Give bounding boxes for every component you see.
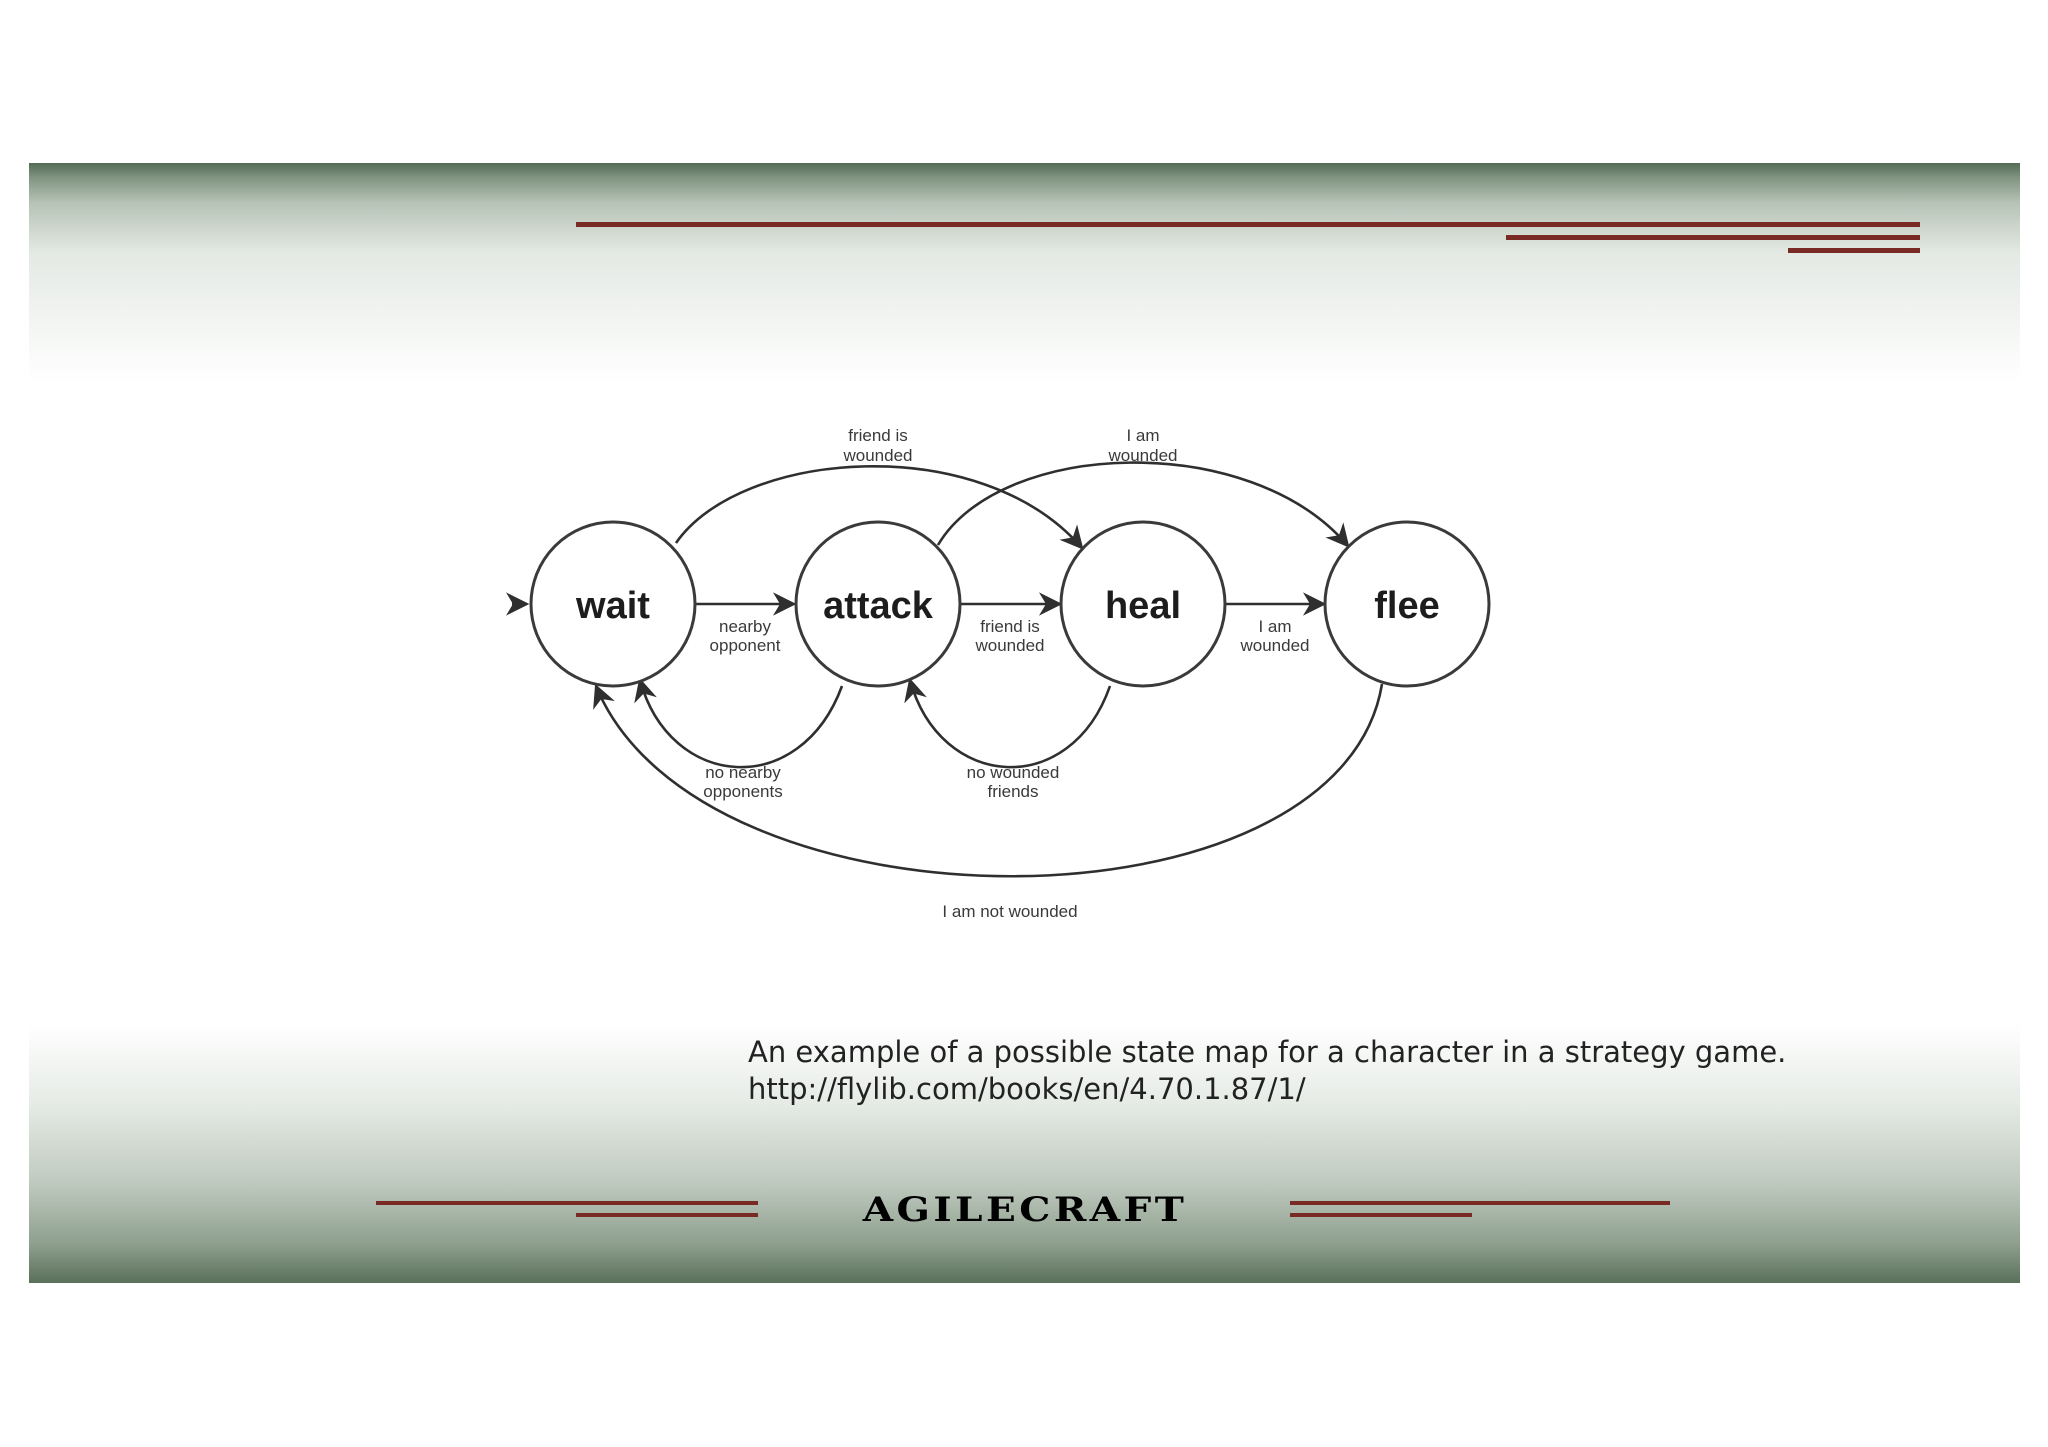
label-heal-attack-line1: no wounded bbox=[967, 763, 1060, 782]
label-wait-heal-line2: wounded bbox=[842, 446, 912, 465]
label-flee-wait-line1: I am not wounded bbox=[942, 902, 1077, 921]
caption-source-url: http://flylib.com/books/en/4.70.1.87/1/ bbox=[748, 1072, 1306, 1106]
node-heal: heal bbox=[1059, 520, 1227, 688]
caption-line1: An example of a possible state map for a… bbox=[748, 1035, 1787, 1069]
top-rule-short bbox=[1788, 248, 1920, 253]
label-attack-flee-line2: wounded bbox=[1107, 446, 1177, 465]
label-attack-heal-line1: friend is bbox=[980, 617, 1040, 636]
top-rule-mid bbox=[1506, 235, 1920, 240]
bottom-right-rule-long bbox=[1290, 1201, 1670, 1205]
label-heal-flee-line2: wounded bbox=[1239, 636, 1309, 655]
label-wait-attack-line2: opponent bbox=[710, 636, 781, 655]
label-attack-flee: I am wounded bbox=[1107, 426, 1177, 465]
node-attack: attack bbox=[794, 520, 962, 688]
edge-wait-heal bbox=[674, 464, 1084, 550]
edge-attack-flee bbox=[936, 461, 1350, 548]
label-heal-flee: I am wounded bbox=[1239, 617, 1309, 655]
label-wait-heal-line1: friend is bbox=[848, 426, 908, 445]
label-attack-heal: friend is wounded bbox=[974, 617, 1044, 655]
top-rule-long bbox=[576, 222, 1920, 227]
bottom-right-rule-short bbox=[1290, 1213, 1472, 1217]
edge-flee-wait bbox=[593, 683, 1384, 878]
node-wait: wait bbox=[529, 520, 697, 688]
label-wait-heal: friend is wounded bbox=[842, 426, 912, 465]
caption: An example of a possible state map for a… bbox=[748, 1034, 1948, 1108]
node-heal-label: heal bbox=[1105, 585, 1181, 627]
label-attack-flee-line1: I am bbox=[1126, 426, 1159, 445]
agilecraft-logo: AGILECRAFT bbox=[862, 1190, 1188, 1230]
node-flee: flee bbox=[1323, 520, 1491, 688]
label-heal-attack: no wounded friends bbox=[967, 763, 1060, 801]
edge-attack-wait bbox=[634, 677, 844, 769]
edge-heal-attack bbox=[904, 677, 1112, 769]
node-attack-label: attack bbox=[823, 585, 934, 627]
node-flee-label: flee bbox=[1374, 585, 1439, 627]
node-wait-label: wait bbox=[575, 585, 650, 627]
label-attack-wait: no nearby opponents bbox=[703, 763, 782, 801]
label-attack-heal-line2: wounded bbox=[974, 636, 1044, 655]
label-wait-attack: nearby opponent bbox=[710, 617, 781, 655]
label-heal-attack-line2: friends bbox=[987, 782, 1038, 801]
slide-background bbox=[29, 163, 2020, 1283]
bottom-left-rule-long bbox=[376, 1201, 758, 1205]
label-heal-flee-line1: I am bbox=[1258, 617, 1291, 636]
label-attack-wait-line2: opponents bbox=[703, 782, 782, 801]
label-wait-attack-line1: nearby bbox=[719, 617, 771, 636]
label-attack-wait-line1: no nearby bbox=[705, 763, 781, 782]
bottom-left-rule-short bbox=[576, 1213, 758, 1217]
label-flee-wait: I am not wounded bbox=[942, 902, 1077, 921]
